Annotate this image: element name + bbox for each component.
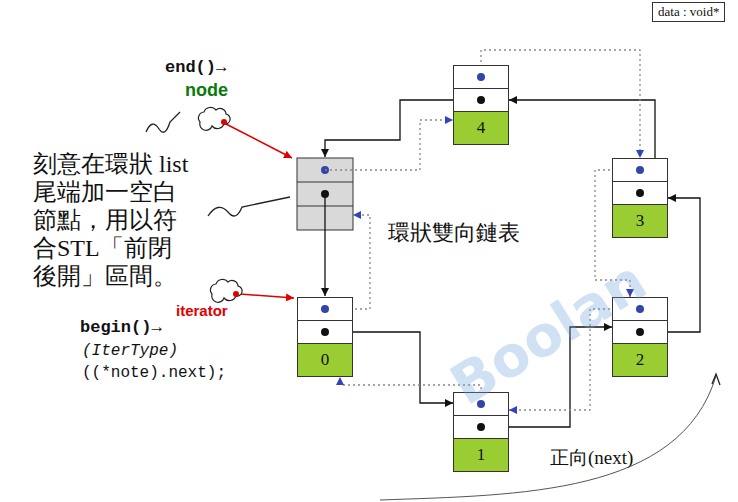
deco-shape — [712, 374, 720, 385]
note-text: 刻意在環狀 list 尾端加一空白節點，用以符合STL「前閉後開」區間。 — [33, 150, 193, 290]
deco-shape — [325, 215, 370, 309]
prev-pointer-dot — [477, 73, 485, 81]
deco-shape — [240, 294, 294, 298]
next-field — [613, 182, 667, 205]
prev-field — [454, 393, 508, 416]
prev-field — [298, 298, 352, 321]
node-value: 1 — [454, 444, 508, 466]
node-value: 2 — [613, 349, 667, 371]
data-field: 4 — [454, 112, 508, 144]
next-pointer-dot — [636, 189, 644, 197]
prev-field — [613, 298, 667, 321]
list-node: 2 — [612, 297, 668, 377]
prev-pointer-dot — [477, 400, 485, 408]
next-pointer-dot — [321, 328, 329, 336]
list-node: 4 — [453, 65, 509, 145]
data-field: 2 — [613, 344, 667, 376]
prev-pointer-dot — [636, 166, 644, 174]
deco-shape — [380, 376, 716, 500]
deco-shape — [324, 194, 325, 296]
list-node: 1 — [453, 392, 509, 472]
next-field — [298, 321, 352, 344]
deco-shape — [198, 107, 230, 130]
deco-shape — [221, 119, 227, 125]
next-pointer-dot — [477, 96, 485, 104]
function-label: end()→ — [165, 58, 226, 77]
next-pointer-dot — [636, 328, 644, 336]
prev-field — [613, 159, 667, 182]
direction-label: 正向(next) — [550, 445, 633, 471]
pointer-arrows — [226, 124, 294, 298]
prev-pointer-dot — [321, 305, 329, 313]
pointer-name: node — [185, 80, 228, 101]
deco-shape — [226, 124, 292, 158]
deco-shape — [146, 112, 180, 132]
next-field — [454, 416, 508, 439]
node-value: 4 — [454, 117, 508, 139]
squiggle — [146, 112, 720, 500]
next-field — [613, 321, 667, 344]
deco-shape — [297, 182, 353, 183]
node-value: 3 — [613, 210, 667, 232]
next-pointer-dot — [477, 423, 485, 431]
deco-shape — [233, 291, 239, 297]
pointer-name: iterator — [176, 302, 228, 319]
prev-pointer-dot — [636, 305, 644, 313]
prev-field — [454, 66, 508, 89]
cloud-icon — [198, 107, 230, 130]
deco-shape — [210, 279, 242, 302]
deco-shape — [325, 120, 453, 170]
next-field — [454, 89, 508, 112]
code-text: ((*note).next); — [82, 364, 226, 382]
diagram-caption: 環狀雙向鏈表 — [388, 218, 520, 248]
type-box: data : void* — [652, 2, 725, 22]
list-node: 3 — [612, 158, 668, 238]
type-text: data : void* — [658, 4, 719, 20]
data-field: 3 — [613, 205, 667, 237]
data-field: 0 — [298, 344, 352, 376]
list-node: 0 — [297, 297, 353, 377]
function-label: begin()→ — [80, 318, 162, 337]
deco-shape — [208, 197, 290, 216]
node-value: 0 — [298, 349, 352, 371]
data-field: 1 — [454, 439, 508, 471]
cloud-icon — [210, 279, 242, 302]
code-text: (IterType) — [82, 342, 178, 360]
